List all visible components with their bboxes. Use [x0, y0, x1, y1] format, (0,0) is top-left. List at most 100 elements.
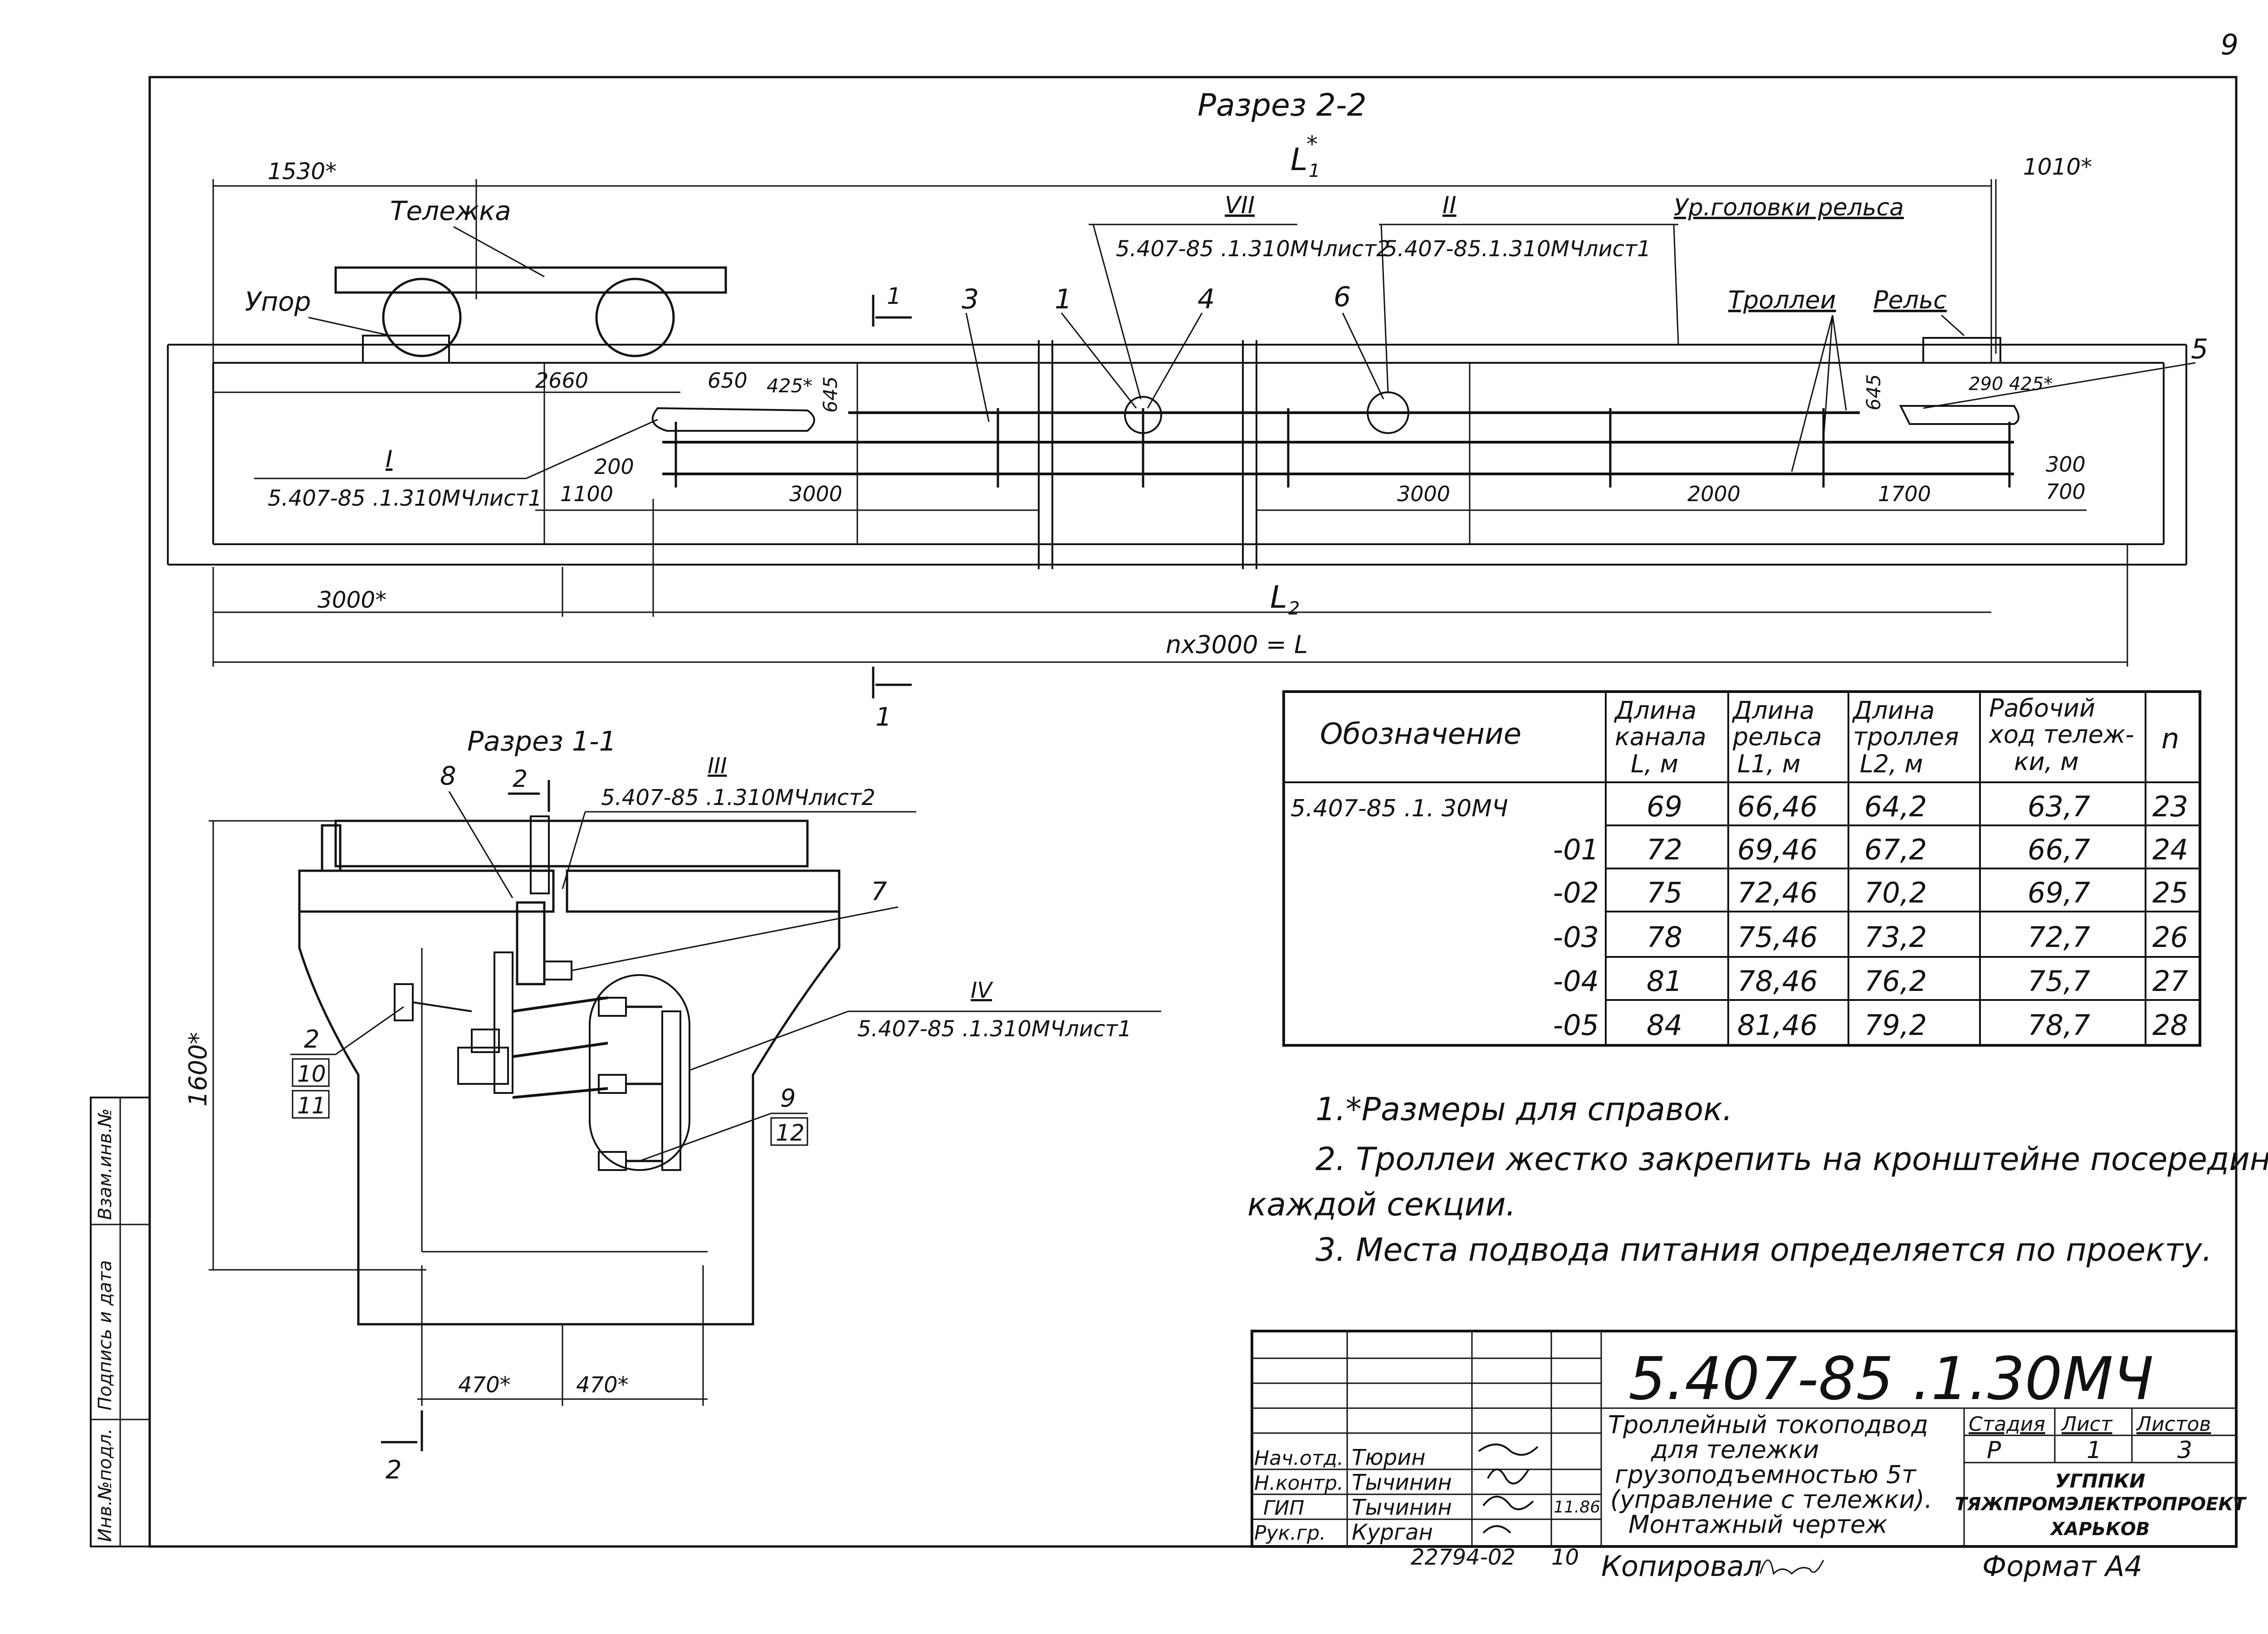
desc-3: грузоподъемностью 5т	[1615, 1460, 1916, 1489]
dim-650: 650	[708, 368, 748, 393]
cell-4-5: 27	[2152, 965, 2188, 998]
dim-200: 200	[594, 454, 634, 479]
rail-end	[1922, 337, 2001, 364]
ref-i-num: I	[386, 446, 392, 473]
floor-slab	[334, 819, 809, 868]
cell-5-4: 78,7	[2028, 1009, 2090, 1042]
dim-3000a: 3000	[789, 482, 842, 506]
copied-label: Копировал	[1601, 1550, 1762, 1583]
cell-1-4: 66,7	[2028, 833, 2090, 866]
dim-470b: 470*	[576, 1372, 629, 1398]
dim-1700: 1700	[1878, 482, 1931, 506]
stamp-vzam-inv: Взам.инв.№	[95, 1108, 116, 1220]
cell-5-5: 28	[2152, 1009, 2188, 1042]
th-rail-1: Длина	[1732, 696, 1814, 725]
trolley-wheel-right	[595, 278, 675, 357]
role-2: ГИП	[1263, 1497, 1305, 1520]
th-channel-2: канала	[1615, 722, 1706, 751]
brackets	[675, 408, 2011, 488]
cell-3-1: 78	[1647, 921, 1682, 954]
desc-1: Троллейный токоподвод	[1608, 1410, 1928, 1439]
dim-470a: 470*	[458, 1372, 511, 1398]
cut-2-top: 2	[513, 766, 528, 793]
total-length: nx3000 = L	[1166, 630, 1308, 659]
cell-0-5: 23	[2152, 790, 2188, 823]
side-stamp: Инв.№подл. Подпись и дата Взам.инв.№	[90, 1097, 151, 1547]
name-0: Тюрин	[1352, 1445, 1426, 1470]
pos-3: 3	[962, 283, 979, 315]
cell-5-2: 81,46	[1737, 1009, 1818, 1042]
section-1-1: Разрез 1-1 8 2 III 5.407-85 .1.310МЧлист…	[184, 726, 1161, 1485]
notes: 1.*Размеры для справок. 2. Троллеи жестк…	[1247, 1091, 2268, 1268]
pos-6: 6	[1334, 281, 1351, 313]
dim-300: 300	[2046, 452, 2086, 477]
pos-7: 7	[871, 877, 887, 907]
inventory-tail: 10	[1551, 1545, 1579, 1570]
bracket-post	[516, 901, 546, 985]
cell-1-5: 24	[2152, 833, 2188, 866]
pos-8: 8	[440, 761, 456, 791]
cell-3-4: 72,7	[2028, 921, 2090, 954]
dim-1010: 1010*	[2023, 154, 2092, 180]
cell-0-0: 5.407-85 .1. 30МЧ	[1290, 795, 1508, 822]
l1-label: L	[1290, 142, 1308, 178]
th-oboznachenie: Обозначение	[1320, 717, 1521, 751]
section-2-2-title: Разрез 2-2	[1198, 88, 1367, 123]
th-channel-1: Длина	[1614, 696, 1696, 725]
cell-0-4: 63,7	[2028, 790, 2090, 823]
cell-3-0: -03	[1553, 921, 1599, 954]
cell-0-1: 69	[1647, 790, 1682, 823]
cell-2-3: 70,2	[1864, 876, 1927, 909]
sheet-frame	[148, 76, 2238, 1548]
cut-2-bottom: 2	[386, 1455, 402, 1485]
pos-4: 4	[1198, 283, 1215, 315]
cut-mark-1-bottom: 1	[875, 702, 892, 732]
detail-iv-outline	[589, 974, 690, 1171]
th-trolley-2: троллея	[1853, 722, 1959, 751]
section-1-1-title: Разрез 1-1	[467, 726, 616, 757]
org-2: ТЯЖПРОМЭЛЕКТРОПРОЕКТ	[1955, 1494, 2247, 1515]
rail-left	[321, 824, 342, 872]
th-trolley-1: Длина	[1852, 696, 1935, 725]
cut-mark-1-top: 1	[887, 283, 901, 309]
note-2: 2. Троллеи жестко закрепить на кронштейн…	[1315, 1141, 2268, 1178]
cell-1-2: 69,46	[1737, 833, 1818, 866]
dim-290-425: 290 425*	[1969, 374, 2053, 395]
org-1: УГППКИ	[2055, 1470, 2146, 1492]
trolley-wheel-left	[382, 278, 462, 357]
signatures	[1478, 1444, 1539, 1534]
cell-3-5: 26	[2152, 921, 2188, 954]
name-1: Тычинин	[1352, 1470, 1452, 1495]
pos-10: 10	[297, 1061, 326, 1087]
ref-i-text: 5.407-85 .1.310МЧлист1	[268, 486, 542, 511]
cell-4-3: 76,2	[1864, 965, 1927, 998]
stamp-inv-podl: Инв.№подл.	[95, 1428, 116, 1542]
end-collector-right	[1899, 405, 2019, 425]
role-3: Рук.гр.	[1254, 1522, 1326, 1545]
dim-1100: 1100	[560, 482, 613, 506]
th-stroke-2: ход тележ-	[1988, 720, 2134, 749]
cell-2-1: 75	[1647, 876, 1682, 909]
th-channel-3: L, м	[1631, 750, 1678, 778]
dim-425a: 425*	[767, 375, 812, 397]
dim-1600: 1600*	[184, 1032, 212, 1107]
ref-iii-num: III	[708, 753, 727, 779]
cell-0-2: 66,46	[1737, 790, 1818, 823]
label-telezhka: Тележка	[390, 195, 511, 226]
cell-2-0: -02	[1553, 876, 1599, 909]
pos-11: 11	[297, 1093, 326, 1119]
sheet-header: Лист	[2061, 1413, 2113, 1436]
ref-vii-text: 5.407-85 .1.310МЧлист2	[1116, 236, 1390, 262]
dim-645b: 645	[1862, 374, 1885, 410]
dim-3000-star: 3000*	[318, 587, 386, 613]
cell-0-3: 64,2	[1864, 790, 1927, 823]
pos-9: 9	[780, 1084, 796, 1112]
dim-3000b: 3000	[1397, 482, 1450, 506]
note-1: 1.*Размеры для справок.	[1315, 1091, 1733, 1128]
note-2-cont: каждой секции.	[1247, 1186, 1516, 1223]
ref-iv-num: IV	[971, 978, 993, 1003]
cell-3-3: 73,2	[1864, 921, 1927, 954]
dim-700: 700	[2046, 479, 2086, 504]
cell-4-2: 78,46	[1737, 965, 1818, 998]
